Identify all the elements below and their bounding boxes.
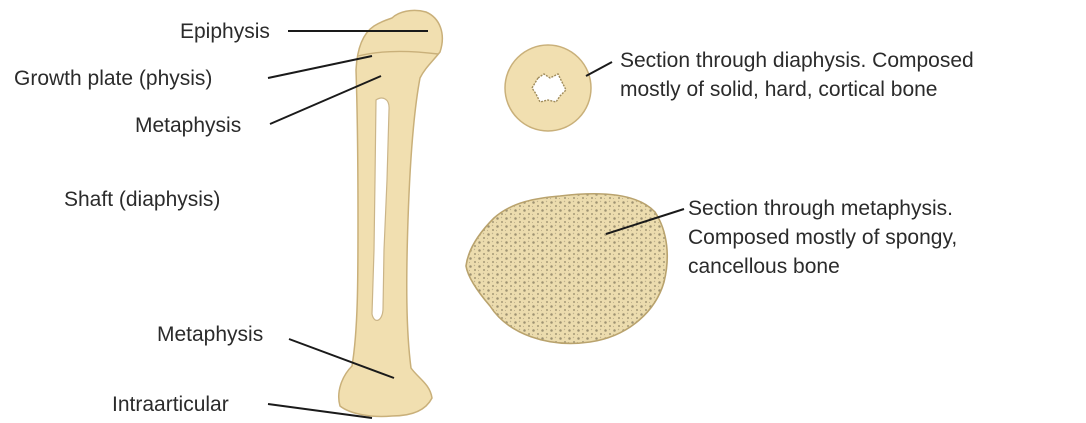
label-metaphysis-bottom: Metaphysis [157,322,263,348]
label-epiphysis: Epiphysis [180,19,270,45]
long-bone [339,10,443,416]
diaphysis-note-line-2: mostly of solid, hard, cortical bone [620,75,974,104]
metaphysis-note-line-2: Composed mostly of spongy, [688,223,957,252]
label-metaphysis-top: Metaphysis [135,113,241,139]
metaphysis-section [466,194,667,344]
leader-line-diaphysis-section [586,62,612,76]
metaphysis-note-line-1: Section through metaphysis. [688,194,957,223]
label-shaft: Shaft (diaphysis) [64,187,220,213]
label-intraarticular: Intraarticular [112,392,229,418]
diaphysis-note-line-1: Section through diaphysis. Composed [620,46,974,75]
label-growth-plate: Growth plate (physis) [14,66,212,92]
metaphysis-note-line-3: cancellous bone [688,252,957,281]
diaphysis-section [505,45,591,131]
diaphysis-section-note: Section through diaphysis. Composed most… [620,46,974,104]
metaphysis-section-note: Section through metaphysis. Composed mos… [688,194,957,281]
